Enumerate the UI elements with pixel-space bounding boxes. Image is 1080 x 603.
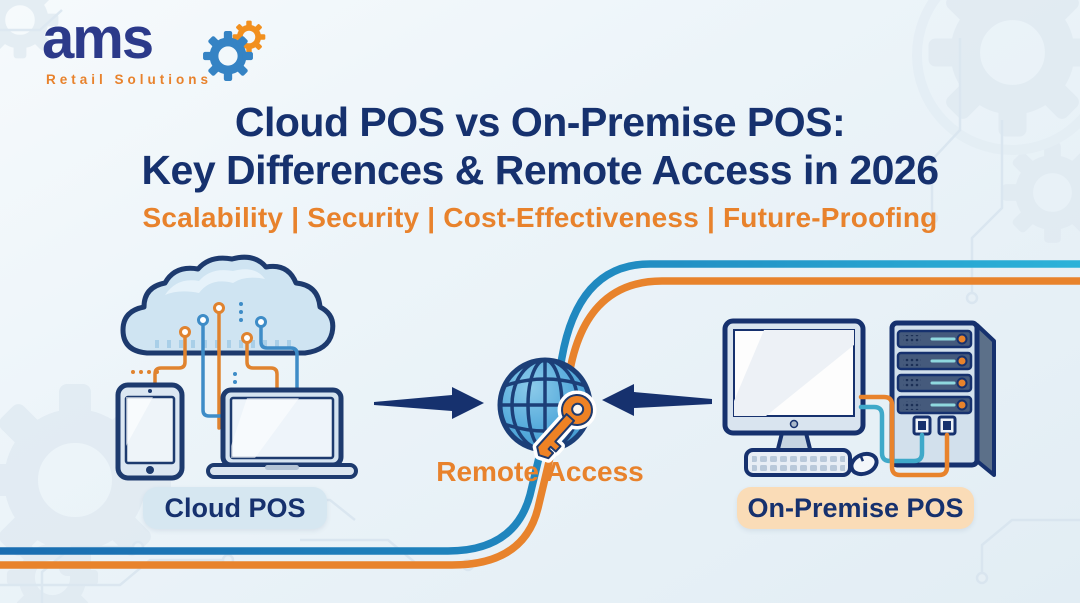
tablet-icon [115,382,185,481]
page-title-line1: Cloud POS vs On-Premise POS: [234,99,846,145]
page-title-line2: Key Differences & Remote Access in 2026 [141,147,939,193]
on-premise-pos-label-text: On-Premise POS [747,492,964,523]
cloud-icon [120,254,336,356]
page-subtitle: Scalability | Security | Cost-Effectiven… [142,202,938,233]
brand-logo-text: ams [42,6,154,71]
cloud-pos-label-text: Cloud POS [164,492,306,523]
cloud-circuit-lines [131,302,299,430]
on-premise-illustration [722,318,996,478]
remote-access-label: Remote Access [420,456,660,488]
arrow-right-icon [374,387,484,419]
on-premise-pos-label: On-Premise POS [737,487,974,529]
server-icon [889,320,996,477]
cloud-pos-illustration [115,254,358,481]
headline-block: Cloud POS vs On-Premise POS: Key Differe… [0,98,1080,234]
brand-tagline: Retail Solutions [46,72,213,87]
laptop-icon [206,387,358,479]
keyboard-icon [744,448,852,477]
mouse-icon [849,451,879,477]
cloud-pos-label: Cloud POS [143,487,327,529]
remote-access-label-text: Remote Access [436,456,644,487]
connection-cables [858,394,950,478]
arrow-left-icon [602,384,712,416]
remote-access-icon [497,357,597,463]
key-icon [532,390,597,463]
